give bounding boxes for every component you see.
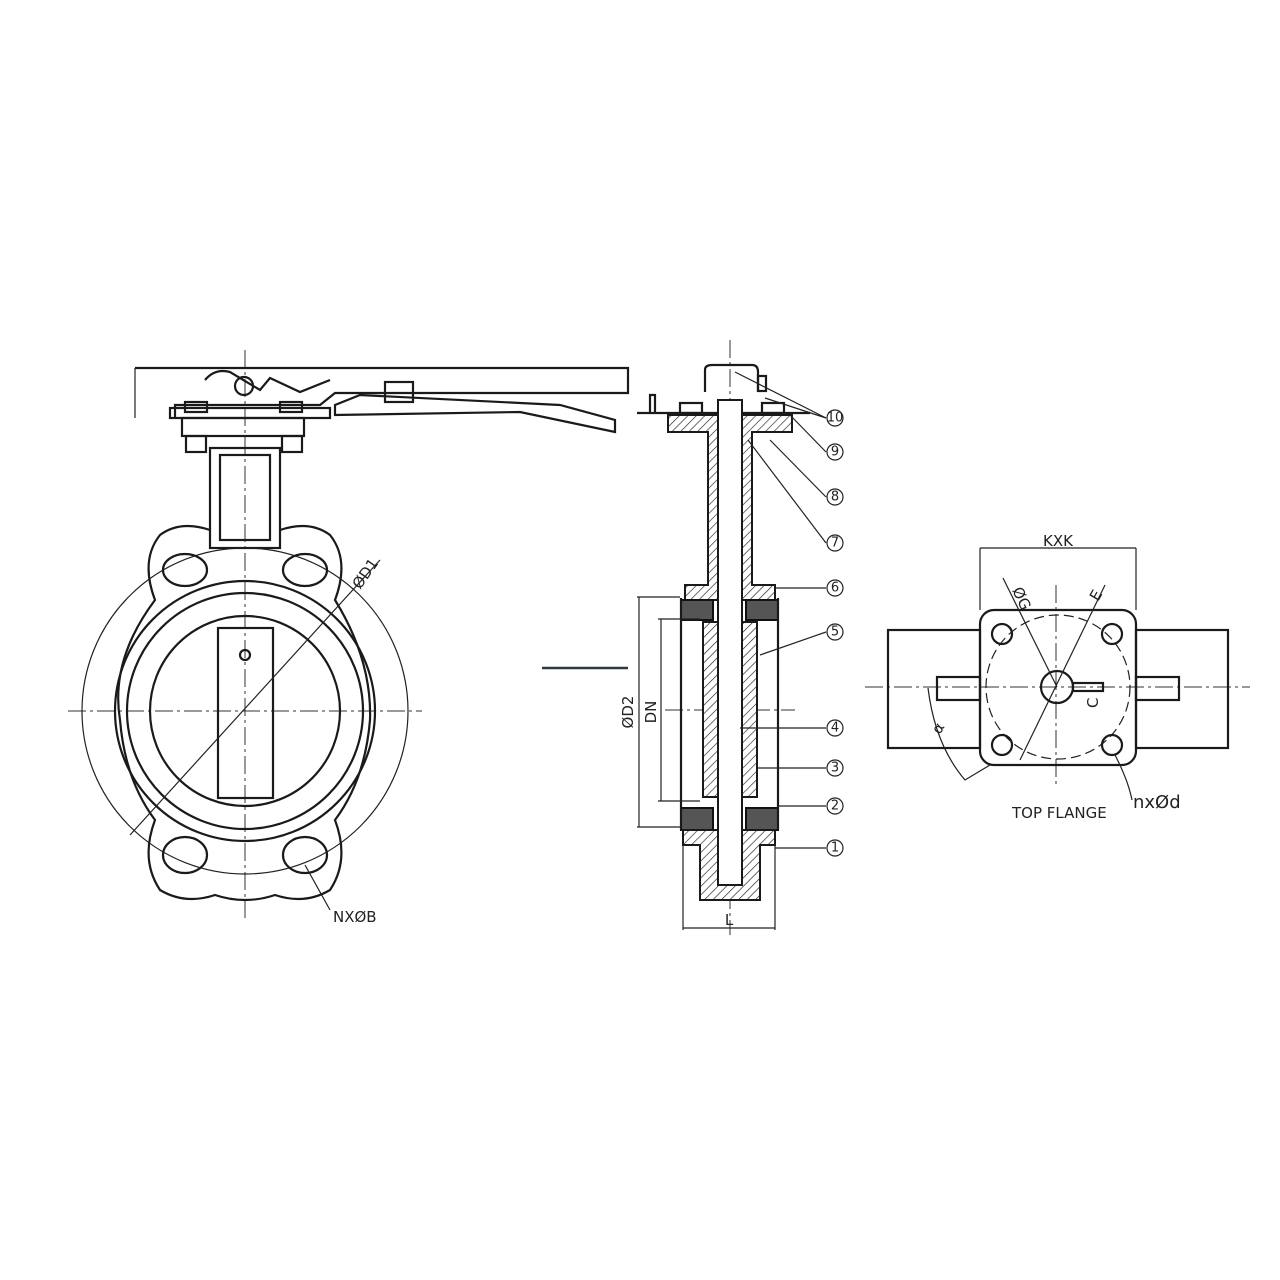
label-holes: nxØd (1133, 792, 1181, 813)
callout-text: 1 (831, 841, 839, 856)
callout-8: 8 (826, 488, 844, 506)
section-view (637, 340, 827, 935)
callout-10: 10 (826, 409, 844, 427)
label-c: C (1084, 698, 1102, 708)
callout-5: 5 (826, 623, 844, 641)
callout-text: 5 (831, 625, 839, 640)
callout-text: 10 (827, 411, 844, 426)
label-og: ØG (1008, 584, 1034, 613)
callout-1: 1 (826, 839, 844, 857)
callout-text: 3 (831, 761, 839, 776)
label-l: L (725, 911, 734, 929)
callouts: 10 9 8 7 6 5 4 3 2 1 (826, 409, 844, 857)
label-od1: ØD1 (349, 555, 383, 592)
callout-text: 4 (831, 721, 839, 736)
callout-2: 2 (826, 797, 844, 815)
top-flange-title: TOP FLANGE (1011, 804, 1107, 822)
callout-text: 2 (831, 799, 839, 814)
label-od2: ØD2 (619, 696, 637, 729)
callout-3: 3 (826, 759, 844, 777)
callout-9: 9 (826, 443, 844, 461)
callout-4: 4 (826, 719, 844, 737)
label-dn: DN (642, 701, 660, 724)
callout-7: 7 (826, 534, 844, 552)
callout-6: 6 (826, 579, 844, 597)
top-flange-view (865, 547, 1250, 801)
callout-text: 7 (831, 536, 839, 551)
callout-text: 6 (831, 581, 839, 596)
callout-text: 8 (831, 490, 839, 505)
label-bolt-holes: NXØB (333, 908, 377, 926)
label-kxk: KXK (1043, 532, 1074, 550)
front-view (68, 350, 630, 918)
callout-text: 9 (831, 445, 839, 460)
label-alpha: α (928, 719, 949, 737)
